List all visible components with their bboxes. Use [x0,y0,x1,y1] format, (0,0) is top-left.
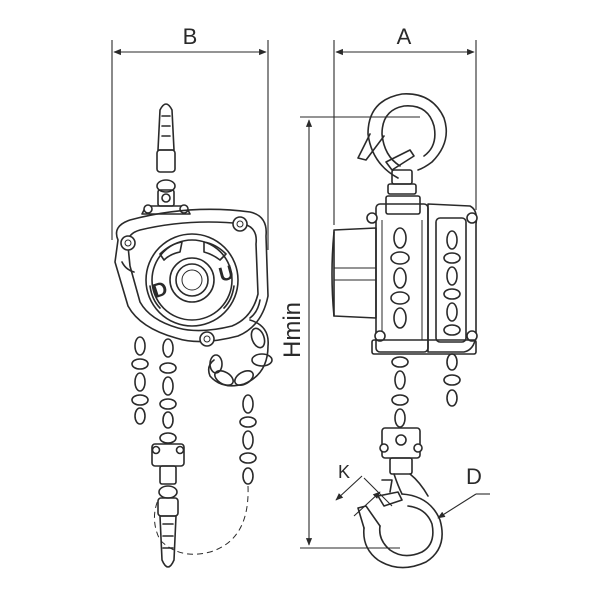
dimension-a-label: A [397,24,412,49]
dimension-a: A [333,24,477,225]
wheel-marking-down: D [150,278,171,303]
dimension-b: B [111,24,269,250]
side-view-body [331,195,478,355]
side-view-top-hook [357,93,448,195]
dimension-k: K [335,462,393,517]
front-view-hand-chain [154,319,273,555]
dimension-hmin-label: Hmin [279,302,306,358]
front-view-load-chain [131,336,177,444]
side-view-lower-hook [357,427,443,569]
front-view-top-hook [141,103,191,215]
dimension-k-label: K [338,462,350,482]
side-view-inner-chain [390,227,461,336]
side-view-hanging-chains [391,353,461,428]
wheel-marking-up: U [217,262,237,287]
front-view-body [114,208,269,347]
dimension-d: D [437,464,490,519]
dimension-hmin: Hmin [279,116,420,549]
front-view-hand-wheel: D U [145,233,239,327]
dimension-b-label: B [183,24,198,49]
front-view-lower-hook [151,443,185,568]
dimension-d-label: D [466,464,482,489]
